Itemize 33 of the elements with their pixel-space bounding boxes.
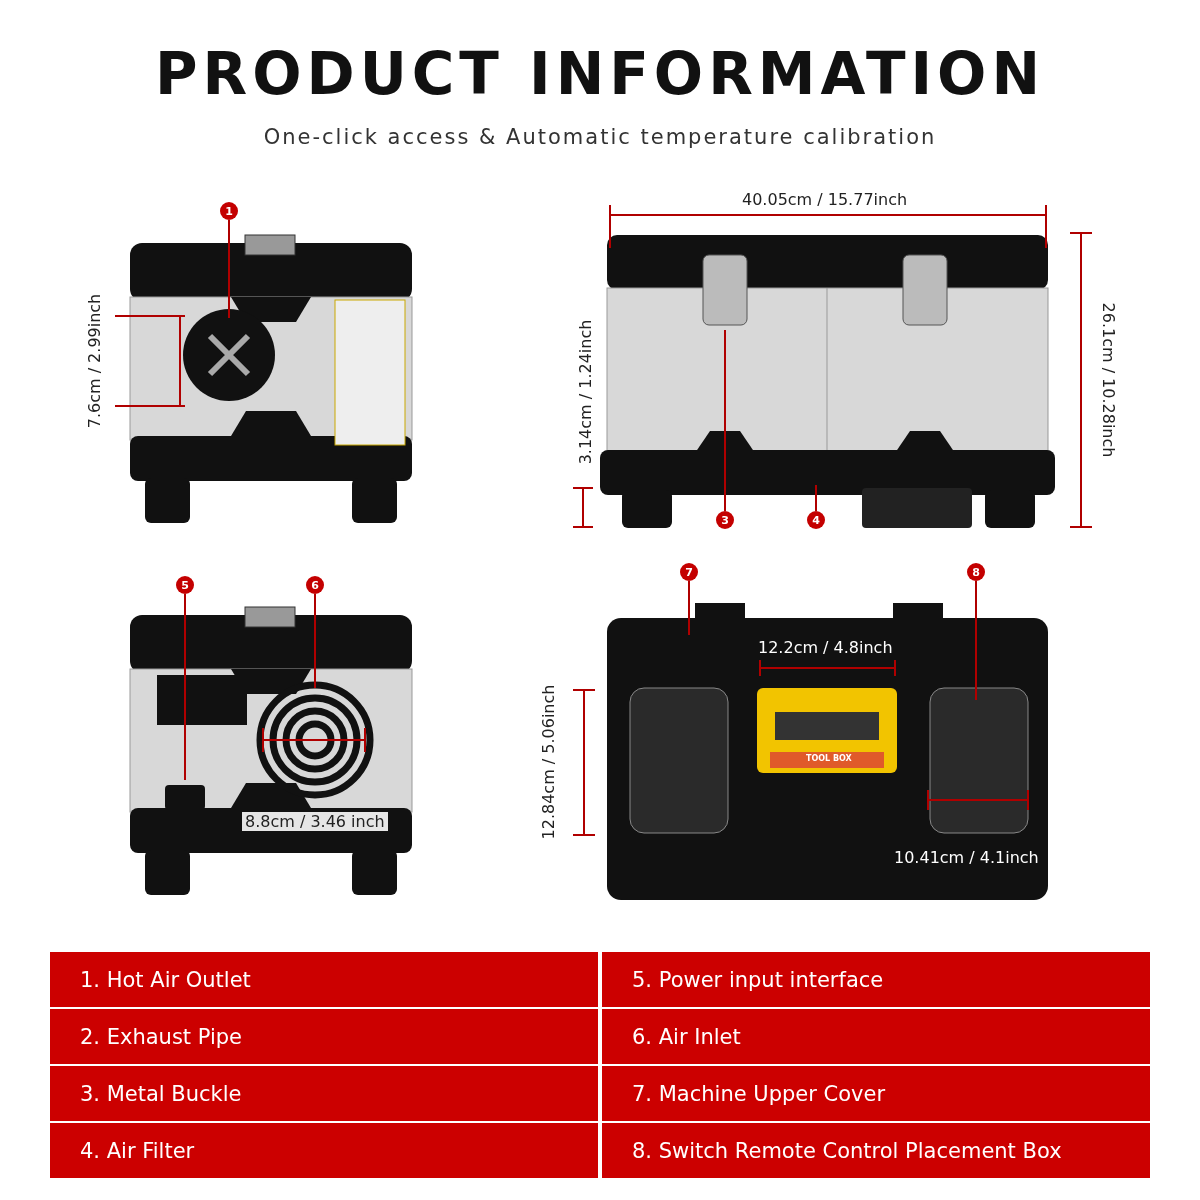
dimension-label: 7.6cm / 2.99inch: [84, 293, 104, 429]
dimension-label: 12.84cm / 5.06inch: [538, 684, 558, 840]
callout-number: 1: [220, 202, 238, 220]
leader-line: [815, 484, 817, 512]
table-cell: 6. Air Inlet: [602, 1009, 1150, 1064]
table-cell: 7. Machine Upper Cover: [602, 1066, 1150, 1121]
dimension-label: 8.8cm / 3.46 inch: [242, 812, 388, 831]
title: PRODUCT INFORMATION: [154, 40, 1046, 108]
callout-number: 6: [306, 576, 324, 594]
callout-number: 3: [716, 511, 734, 529]
table-cell: 4. Air Filter: [50, 1123, 598, 1178]
table-cell: 3. Metal Buckle: [50, 1066, 598, 1121]
subtitle: One-click access & Automatic temperature calibration: [262, 125, 938, 149]
callout-number: 8: [967, 563, 985, 581]
table-cell: 8. Switch Remote Control Placement Box: [602, 1123, 1150, 1178]
leader-line: [975, 580, 977, 701]
callout-number: 5: [176, 576, 194, 594]
handle-label: TOOL BOX: [806, 754, 852, 763]
leader-line: [184, 593, 186, 781]
dimension-label: 10.41cm / 4.1inch: [894, 848, 1039, 867]
leader-line: [228, 219, 230, 319]
leader-line: [314, 593, 316, 689]
table-cell: 5. Power input interface: [602, 952, 1150, 1007]
callout-number: 4: [807, 511, 825, 529]
dimension-label: 3.14cm / 1.24inch: [575, 319, 595, 465]
leader-line: [724, 329, 726, 512]
leader-line: [688, 580, 690, 636]
callout-number: 7: [680, 563, 698, 581]
table-cell: 1. Hot Air Outlet: [50, 952, 598, 1007]
table-cell: 2. Exhaust Pipe: [50, 1009, 598, 1064]
dimension-label: 40.05cm / 15.77inch: [742, 190, 908, 209]
dimension-label: 12.2cm / 4.8inch: [758, 638, 893, 657]
dimension-label: 26.1cm / 10.28inch: [1098, 302, 1118, 458]
